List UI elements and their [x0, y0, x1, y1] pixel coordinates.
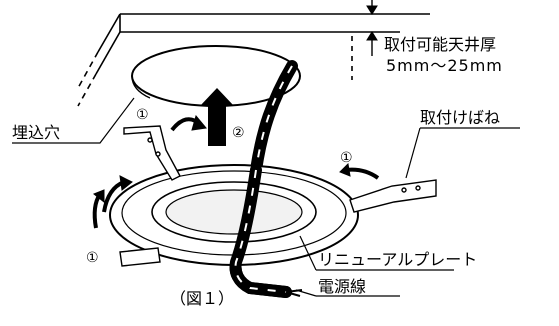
figure-caption: （図１） — [170, 289, 234, 308]
mounting-spring-right — [349, 179, 437, 213]
step1-marker-bottom: ① — [86, 250, 99, 266]
ceiling-thickness-label: 取付可能天井厚 — [384, 35, 496, 54]
renewal-plate-label: リニューアルプレート — [318, 250, 477, 269]
mounting-spring-label: 取付けばね — [420, 108, 500, 127]
rotate-arrow-right — [339, 162, 380, 180]
ceiling-cutout-edge — [131, 75, 151, 99]
step1-marker-top: ① — [136, 107, 149, 123]
renewal-plate-ring — [109, 164, 359, 266]
lift-up-arrow — [200, 88, 234, 146]
ceiling-thickness-range: 5mm～25mm — [386, 56, 503, 75]
embed-hole-label: 埋込穴 — [12, 123, 60, 142]
rotate-arrow-top — [170, 114, 207, 132]
thickness-dimension — [360, 0, 384, 56]
mounting-spring-bottom — [119, 247, 161, 267]
step2-marker: ② — [232, 125, 245, 141]
rotate-arrow-left-lower — [92, 189, 105, 229]
leader-lines — [12, 97, 520, 297]
power-cable-label: 電源線 — [318, 277, 366, 296]
step1-marker-right: ① — [340, 150, 353, 166]
rotate-arrow-left-upper — [102, 175, 133, 213]
mounting-spring-top — [123, 125, 181, 181]
